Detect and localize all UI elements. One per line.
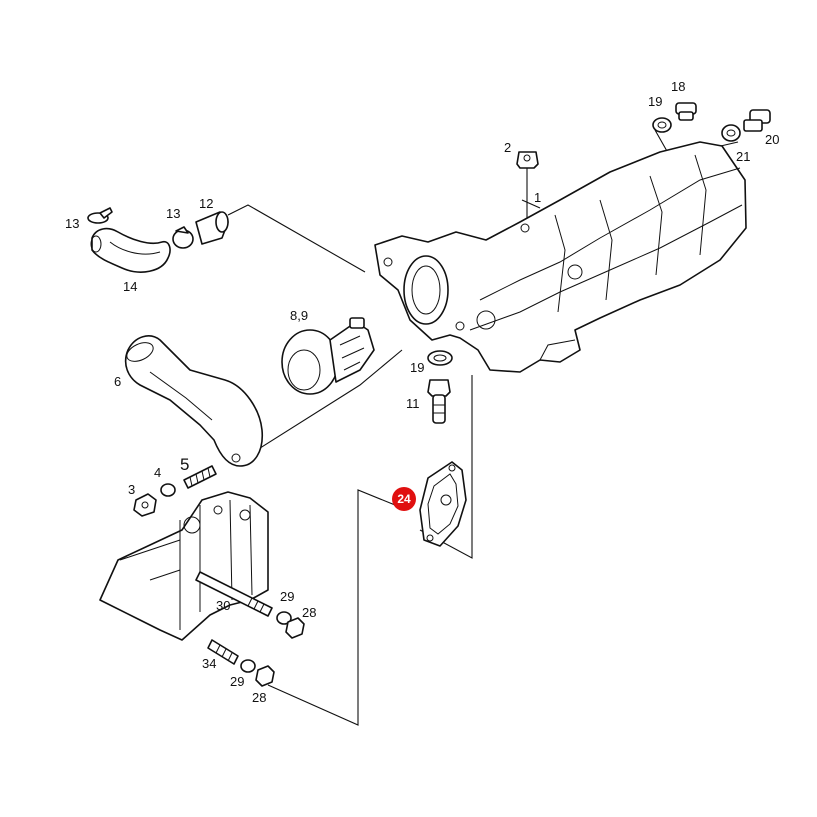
label-part-34: 34	[202, 656, 216, 671]
washer-part-29-lower[interactable]	[240, 659, 256, 673]
label-part-14: 14	[123, 279, 137, 294]
water-elbow-part-6[interactable]	[124, 335, 264, 467]
label-part-30: 30	[216, 598, 230, 613]
label-part-29-upper: 29	[280, 589, 294, 604]
label-part-8-9: 8,9	[290, 308, 308, 323]
label-part-28-upper: 28	[302, 605, 316, 620]
label-part-1: 1	[534, 190, 541, 205]
label-part-18: 18	[671, 79, 685, 94]
nut-part-28-upper[interactable]	[285, 617, 305, 639]
label-part-29-lower: 29	[230, 674, 244, 689]
manifold-housing-part-1[interactable]	[374, 141, 747, 373]
stud-part-30[interactable]	[195, 571, 273, 617]
label-part-13-left: 13	[65, 216, 79, 231]
hose-clamp-part-13-right[interactable]	[172, 226, 194, 249]
label-part-4: 4	[154, 465, 161, 480]
label-part-5: 5	[180, 455, 189, 474]
nut-part-3[interactable]	[133, 493, 157, 517]
washer-part-4[interactable]	[160, 483, 176, 497]
washer-part-21[interactable]	[721, 124, 741, 142]
plug-part-20[interactable]	[743, 109, 771, 132]
label-part-13-right: 13	[166, 206, 180, 221]
washer-part-19-top[interactable]	[652, 117, 672, 133]
label-part-19-top: 19	[648, 94, 662, 109]
hose-clamp-part-13-left[interactable]	[87, 207, 113, 224]
label-part-11: 11	[406, 396, 420, 411]
label-part-3: 3	[128, 482, 135, 497]
gasket-part-24[interactable]	[419, 461, 467, 547]
stud-part-34[interactable]	[207, 639, 239, 665]
cylinder-head-block	[99, 491, 269, 641]
label-part-6: 6	[114, 374, 121, 389]
leader-lines	[227, 129, 739, 726]
nut-part-2[interactable]	[516, 151, 539, 169]
plug-part-18[interactable]	[675, 102, 697, 121]
label-part-12: 12	[199, 196, 213, 211]
callout-labels: 1 2 3 4 5 6 8,9 11 12 13 13 14 18 19 19 …	[65, 79, 779, 705]
pipe-stub-part-12[interactable]	[195, 211, 229, 245]
highlight-badge-part-24[interactable]: 24	[392, 487, 416, 511]
thermostat-part-8-9[interactable]	[281, 317, 375, 395]
highlight-badge-circle	[392, 487, 416, 511]
label-part-20: 20	[765, 132, 779, 147]
label-part-19-middle: 19	[410, 360, 424, 375]
label-part-28-lower: 28	[252, 690, 266, 705]
stud-part-5[interactable]	[183, 465, 217, 489]
label-part-24: 24	[397, 492, 411, 506]
nut-part-28-lower[interactable]	[255, 665, 275, 687]
label-part-2: 2	[504, 140, 511, 155]
hose-part-14[interactable]	[90, 227, 171, 273]
seal-part-19-middle[interactable]	[427, 350, 453, 366]
sender-part-11[interactable]	[427, 379, 451, 424]
label-part-21: 21	[736, 149, 750, 164]
washer-part-29-upper[interactable]	[276, 611, 292, 625]
